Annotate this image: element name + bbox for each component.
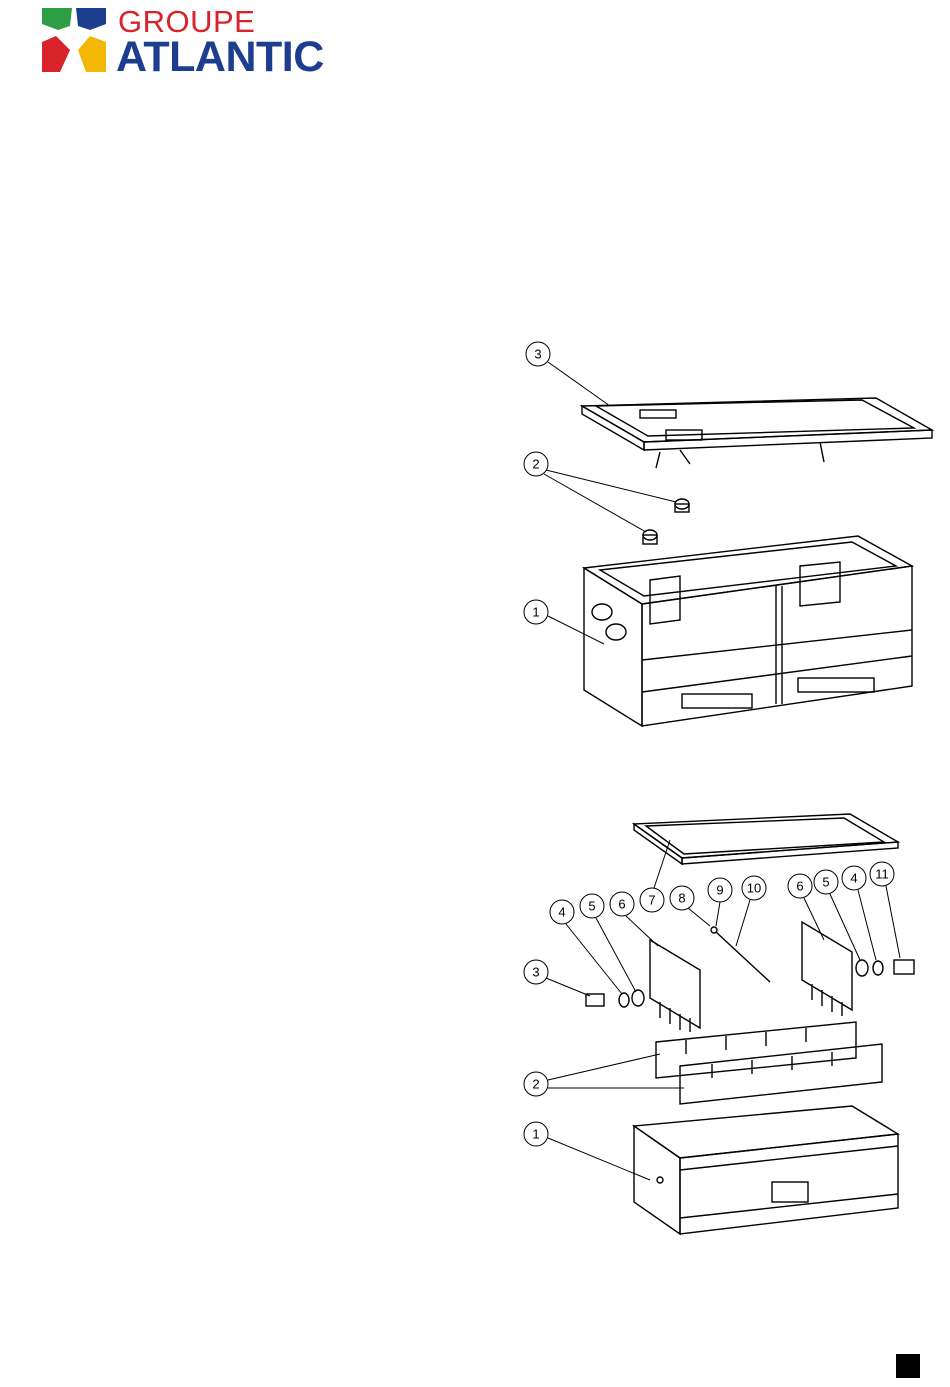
callout-label: 5 [588, 899, 595, 914]
callout-label: 5 [822, 875, 829, 890]
callout-1-top: 1 [524, 600, 604, 644]
callout-label: 2 [532, 457, 539, 472]
callout-label: 6 [796, 879, 803, 894]
callout-label: 4 [558, 905, 565, 920]
gasket-part [634, 814, 898, 864]
callout-label: 7 [648, 893, 655, 908]
callout-label: 1 [532, 1127, 539, 1142]
callout-3-top: 3 [526, 342, 610, 406]
callout-2-bottom: 2 [524, 1054, 684, 1096]
exploded-view-bottom: 4 5 6 7 8 9 10 [500, 810, 940, 1250]
exploded-view-top: 3 2 1 [500, 330, 940, 750]
callout-10: 10 [736, 876, 766, 946]
tank-part [634, 1106, 898, 1234]
callout-label: 11 [875, 867, 889, 882]
fitting-right [856, 960, 914, 976]
callout-label: 9 [716, 883, 723, 898]
callout-9: 9 [708, 878, 732, 926]
rod-part [716, 932, 770, 982]
filter-plate-right [802, 922, 852, 1016]
logo-text-atlantic: ATLANTIC [116, 34, 324, 80]
callout-label: 8 [678, 891, 685, 906]
base-box-part [584, 536, 912, 726]
callout-label: 10 [747, 881, 761, 896]
fitting-left [586, 990, 644, 1007]
callout-label: 4 [850, 871, 857, 886]
groupe-atlantic-logo: GROUPE ATLANTIC [40, 6, 340, 78]
callout-11: 11 [870, 862, 900, 958]
plug-parts [643, 499, 689, 544]
callout-2-top: 2 [524, 452, 676, 532]
callout-8: 8 [670, 886, 710, 926]
page-corner-marker [896, 1354, 920, 1378]
callout-label: 2 [532, 1077, 539, 1092]
divider-parts [656, 1022, 882, 1104]
callout-3-bottom: 3 [524, 960, 590, 996]
callout-7: 7 [640, 840, 670, 912]
callout-label: 3 [532, 965, 539, 980]
callout-label: 1 [532, 605, 539, 620]
callout-1-bottom: 1 [524, 1122, 650, 1180]
callout-label: 6 [618, 897, 625, 912]
nut-part [711, 927, 717, 933]
lid-part [582, 398, 932, 468]
filter-plate-left [650, 940, 700, 1032]
atlantic-logo-mark-icon [40, 6, 108, 74]
callout-label: 3 [534, 347, 541, 362]
callout-4-right: 4 [842, 866, 876, 960]
